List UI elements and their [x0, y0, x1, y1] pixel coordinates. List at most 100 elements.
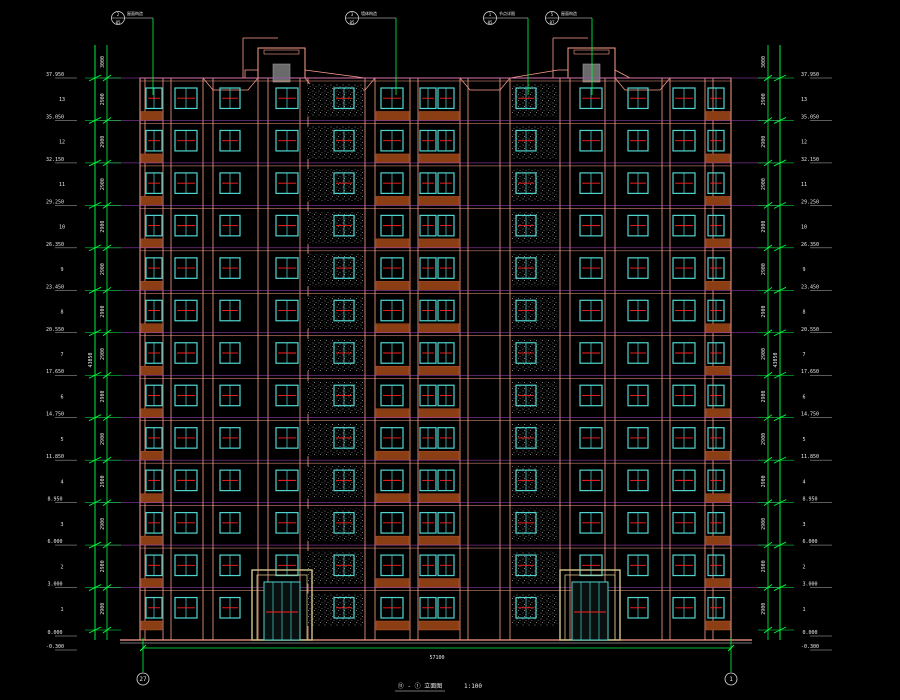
floor-name: 13 [59, 97, 65, 103]
brown-spandrel [705, 493, 731, 503]
brown-spandrel [140, 111, 163, 121]
marker-sheet: 07 [550, 20, 555, 25]
stone-panel [512, 168, 558, 202]
brown-spandrel [375, 323, 410, 333]
brown-spandrel [140, 450, 163, 461]
dimension-chain-left: 2900290029002900290029002900290029002900… [85, 45, 121, 640]
level-label: 11.850 [46, 454, 64, 460]
stone-panel [512, 338, 558, 372]
marker-sheet: 05 [116, 20, 121, 25]
stone-panel [307, 551, 363, 584]
stone-panel [512, 466, 558, 499]
level-label: 29.250 [801, 199, 819, 205]
level-label: -0.300 [801, 644, 819, 650]
floor-name: 5 [802, 437, 805, 443]
level-label: 29.250 [46, 199, 64, 205]
level-labels-left: -0.3000.0003.0006.0008.95011.85014.75017… [46, 72, 77, 651]
axis-right-label: 1 [729, 676, 733, 683]
floor-name: 13 [801, 97, 807, 103]
stone-panel [307, 211, 363, 244]
segment-dim-text: 2900 [761, 560, 767, 572]
brown-spandrel [375, 281, 410, 291]
stone-panel [512, 296, 558, 329]
stone-panel [307, 126, 363, 159]
stone-panel [307, 423, 363, 457]
level-label: 8.950 [47, 497, 62, 503]
stone-panel [307, 593, 363, 626]
segment-dim-text: 2900 [761, 475, 767, 487]
brown-spandrel [418, 493, 460, 503]
level-label: 35.050 [801, 114, 819, 120]
floor-name: 8 [60, 310, 63, 316]
marker-number: 1 [489, 12, 492, 17]
stone-panel [307, 466, 363, 499]
segment-dim-text: 2900 [100, 603, 106, 615]
segment-dim-text: 2900 [100, 178, 106, 190]
floor-name: 3 [802, 522, 805, 528]
brown-spandrel [140, 366, 163, 376]
roof-chamfer [202, 77, 259, 91]
roof-step-right [614, 69, 731, 79]
floor-name: 12 [801, 140, 807, 146]
brown-spandrel [705, 196, 731, 206]
level-label: 8.950 [802, 497, 817, 503]
level-label: 26.350 [46, 242, 64, 248]
stone-panel [512, 84, 558, 117]
stone-panel [512, 593, 558, 626]
stone-panel [512, 126, 558, 159]
level-label: 37.950 [46, 72, 64, 78]
stone-panel [512, 381, 558, 414]
floor-lines [100, 77, 780, 591]
floor-name: 1 [60, 607, 63, 613]
brown-spandrel [375, 153, 410, 164]
top-dim-text: 3000 [100, 56, 106, 68]
floor-name: 6 [802, 394, 805, 400]
stone-panel [307, 381, 363, 414]
brown-spandrel [418, 578, 460, 588]
total-height-text: 43050 [773, 352, 779, 367]
axis-bubble-right: 1 [724, 672, 738, 686]
level-label: 20.550 [801, 327, 819, 333]
roof-chamfer [614, 77, 671, 91]
brown-spandrel [418, 535, 460, 546]
level-label: 26.350 [801, 242, 819, 248]
brown-spandrel [375, 196, 410, 206]
level-label: 35.050 [46, 114, 64, 120]
brown-spandrel [418, 281, 460, 291]
marker-number: 3 [351, 12, 354, 17]
floor-name: 4 [60, 479, 63, 485]
brown-spandrel [375, 111, 410, 121]
roof-step-left [140, 69, 258, 79]
floor-name: 11 [801, 182, 807, 188]
floor-name: 2 [802, 564, 805, 570]
floor-name: 10 [59, 225, 65, 231]
segment-dim-text: 2900 [761, 221, 767, 233]
drawing-scale-text: 1:100 [464, 683, 482, 690]
segment-dim-text: 2900 [761, 603, 767, 615]
floor-name: 6 [60, 394, 63, 400]
stone-panel [307, 508, 363, 542]
level-labels-right: -0.3000.0003.0006.0008.95011.85014.75017… [801, 72, 832, 651]
brown-spandrel [705, 111, 731, 121]
segment-dim-text: 2900 [100, 306, 106, 318]
floor-name: 7 [802, 352, 805, 358]
segment-dim-text: 2900 [100, 475, 106, 487]
brown-spandrel [375, 578, 410, 588]
brown-spandrel [418, 450, 460, 461]
brown-spandrel [418, 620, 460, 631]
segment-dim-text: 2900 [100, 560, 106, 572]
level-label: 14.750 [801, 412, 819, 418]
brown-spandrel [418, 238, 460, 249]
brown-spandrel [418, 366, 460, 376]
floor-name: 5 [60, 437, 63, 443]
stone-panel [512, 423, 558, 457]
level-label: 17.650 [801, 369, 819, 375]
brown-spandrel [418, 111, 460, 121]
bottom-dimension-text: 57100 [429, 655, 444, 661]
marker-tag: 屋面构造 [561, 10, 577, 16]
marker-sheet: 05 [488, 20, 493, 25]
level-label: 17.650 [46, 369, 64, 375]
